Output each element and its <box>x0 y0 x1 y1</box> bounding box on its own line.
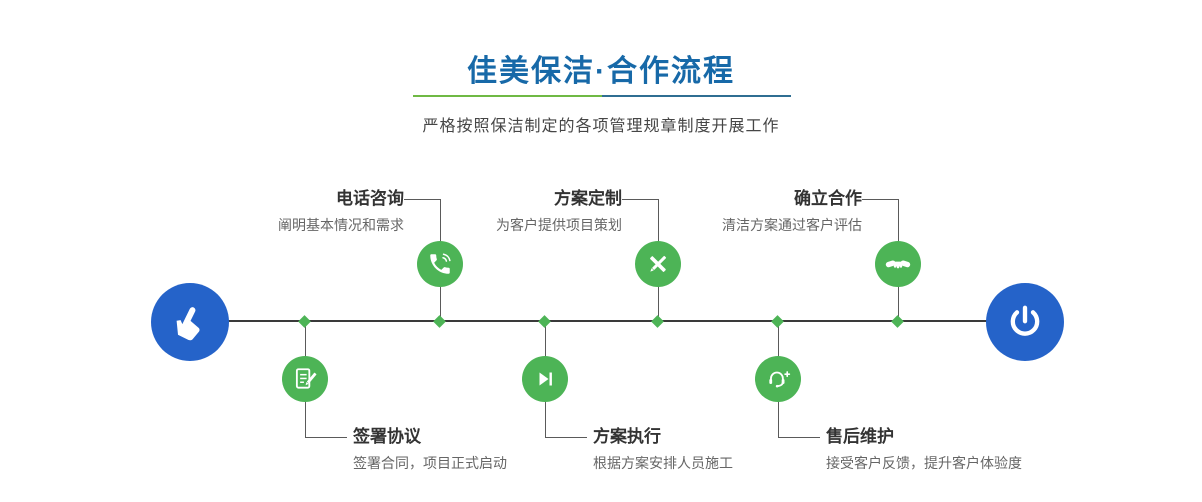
step-desc: 阐明基本情况和需求 <box>278 217 404 233</box>
step-title: 方案执行 <box>593 427 661 446</box>
step-label-cooperation: 确立合作 清洁方案通过客户评估 <box>602 188 862 235</box>
step-node-design <box>635 241 681 287</box>
connector-line <box>545 437 587 438</box>
connector-line <box>404 199 440 200</box>
page-title: 佳美保洁·合作流程 <box>467 55 735 88</box>
handshake-icon <box>884 250 912 278</box>
step-node-handshake <box>875 241 921 287</box>
connector-line <box>305 437 347 438</box>
timeline-start-node <box>151 283 229 361</box>
step-node-phone <box>417 241 463 287</box>
junction-diamond <box>651 315 664 328</box>
connector-line <box>778 437 820 438</box>
step-title: 确立合作 <box>794 189 862 208</box>
timeline-line <box>190 320 1022 322</box>
junction-diamond <box>538 315 551 328</box>
step-label-support: 售后维护 接受客户反馈，提升客户体验度 <box>826 426 1126 473</box>
power-icon <box>1005 302 1045 342</box>
step-title: 方案定制 <box>554 189 622 208</box>
step-desc: 接受客户反馈，提升客户体验度 <box>826 455 1022 471</box>
junction-diamond <box>891 315 904 328</box>
pointer-hand-icon <box>169 301 211 343</box>
design-tools-icon <box>645 251 671 277</box>
step-title: 售后维护 <box>826 427 894 446</box>
step-title: 电话咨询 <box>336 189 404 208</box>
step-label-execute: 方案执行 根据方案安排人员施工 <box>593 426 873 473</box>
connector-line <box>862 199 898 200</box>
connector-line <box>622 199 658 200</box>
step-label-design: 方案定制 为客户提供项目策划 <box>362 188 622 235</box>
junction-diamond <box>298 315 311 328</box>
step-node-support <box>755 356 801 402</box>
step-title: 签署协议 <box>353 427 421 446</box>
page-subtitle: 严格按照保洁制定的各项管理规章制度开展工作 <box>422 118 780 135</box>
divider-blue-segment <box>602 95 791 97</box>
junction-diamond <box>433 315 446 328</box>
step-desc: 根据方案安排人员施工 <box>593 455 733 471</box>
phone-icon <box>427 251 453 277</box>
divider-green-segment <box>413 95 602 97</box>
step-label-contract: 签署协议 签署合同，项目正式启动 <box>353 426 633 473</box>
junction-diamond <box>771 315 784 328</box>
timeline-end-node <box>986 283 1064 361</box>
step-node-execute <box>522 356 568 402</box>
step-label-phone: 电话咨询 阐明基本情况和需求 <box>144 188 404 235</box>
step-desc: 为客户提供项目策划 <box>496 217 622 233</box>
step-desc: 清洁方案通过客户评估 <box>722 217 862 233</box>
step-node-contract <box>282 356 328 402</box>
step-desc: 签署合同，项目正式启动 <box>353 455 507 471</box>
play-icon <box>533 367 557 391</box>
contract-icon <box>292 366 318 392</box>
title-divider <box>413 95 791 97</box>
headset-icon <box>765 366 791 392</box>
